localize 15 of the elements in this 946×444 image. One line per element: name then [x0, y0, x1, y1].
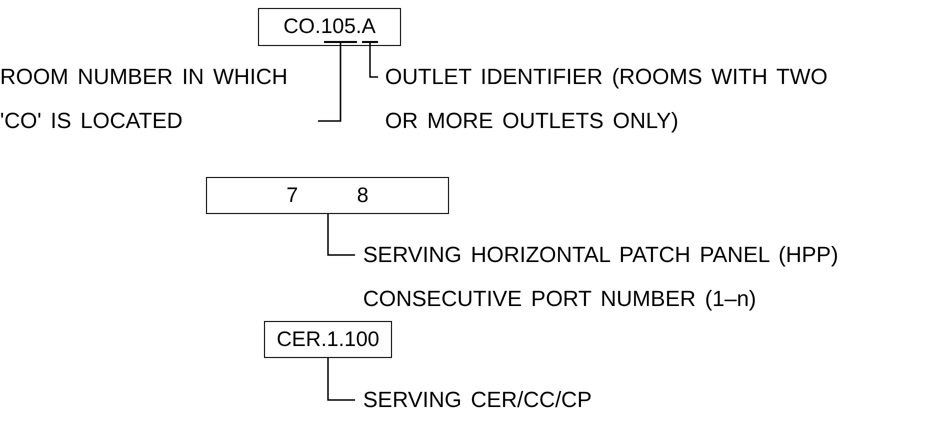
leader-line [327, 214, 355, 256]
leader-line [318, 42, 342, 122]
underline-mark [324, 41, 357, 42]
field-value: 8 [356, 184, 369, 208]
label-box [206, 177, 449, 214]
underline-mark [362, 41, 378, 42]
leader-line [369, 42, 378, 78]
callout-text: OUTLET IDENTIFIER (ROOMS WITH TWO OR MORE OUTLETS ONLY) [385, 55, 855, 143]
callout-text: SERVING HORIZONTAL PATCH PANEL (HPP) CONSECUTIVE PORT NUMBER (1–n) [363, 233, 923, 321]
field-value: 7 [286, 184, 298, 208]
callout-text: ROOM NUMBER IN WHICH 'CO' IS LOCATED [0, 55, 312, 143]
leader-line [327, 358, 355, 401]
label-box: CO.105.A [258, 8, 401, 46]
callout-text: SERVING CER/CC/CP [363, 378, 663, 422]
label-box: CER.1.100 [264, 321, 392, 358]
